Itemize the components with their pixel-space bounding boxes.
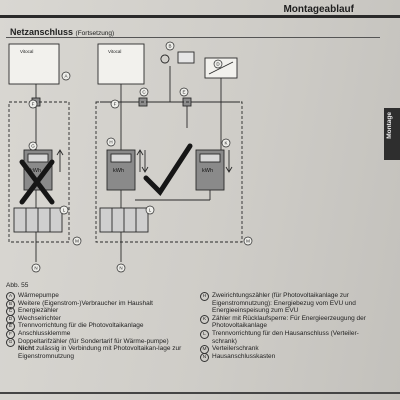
svg-text:F: F	[32, 102, 35, 107]
legend-text: Hausanschlusskasten	[212, 352, 276, 360]
legend-text: Trennvorrichtung für die Photovoltaikanl…	[18, 322, 144, 330]
legend-note-text: zulässig in Verbindung mit Photovoltaika…	[18, 345, 182, 360]
heat-pump-box-left	[8, 43, 60, 85]
header-rule	[0, 15, 400, 18]
label-kwh-h: kWh	[113, 168, 124, 174]
legend-text: Verteilerschrank	[212, 345, 259, 353]
svg-text:N: N	[119, 266, 122, 271]
legend-text: Trennvorrichtung für den Hausanschluss (…	[212, 329, 359, 345]
section-title-sub: (Fortsetzung)	[75, 30, 115, 37]
legend-letter: N	[200, 352, 209, 362]
legend-letter: G	[6, 337, 15, 347]
svg-text:L: L	[63, 208, 66, 213]
appliance-box	[177, 51, 195, 64]
section-rule	[6, 37, 380, 38]
label-vitocal-right: Vitocal	[108, 49, 121, 54]
legend-text: Zähler mit Rücklaufsperre: Für Energieer…	[212, 314, 366, 330]
check-mark	[143, 143, 193, 196]
svg-text:A: A	[64, 74, 67, 79]
svg-text:C: C	[142, 90, 146, 95]
svg-text:K: K	[224, 141, 227, 146]
svg-text:N: N	[34, 266, 37, 271]
legend-text: Energiezähler	[18, 307, 59, 315]
legend-text: Zweirichtungszähler (für Photovoltaikanl…	[212, 292, 356, 315]
svg-text:F: F	[114, 102, 117, 107]
cabinet-right	[95, 101, 243, 243]
figure-label: Abb. 55	[6, 282, 29, 289]
legend-note: Nicht zulässig in Verbindung mit Photovo…	[6, 345, 196, 360]
bottom-rule	[0, 392, 400, 394]
legend-text: Weitere (Eigenstrom-)Verbraucher im Haus…	[18, 299, 153, 307]
header-title: Montageablauf	[283, 4, 354, 15]
cabinet-left	[8, 101, 70, 243]
legend-letter: K	[200, 314, 209, 324]
svg-text:E: E	[182, 90, 185, 95]
legend-note-bold: Nicht	[18, 345, 35, 353]
svg-text:G: G	[31, 144, 35, 149]
legend-letter: L	[200, 329, 209, 339]
label-kwh-k: kWh	[202, 168, 213, 174]
svg-text:M: M	[75, 239, 79, 244]
section-title: Netzanschluss (Fortsetzung)	[10, 27, 114, 37]
label-kwh-left: kWh	[30, 168, 41, 174]
svg-text:L: L	[149, 208, 152, 213]
heat-pump-box-right	[97, 43, 145, 85]
legend-text: Wärmepumpe	[18, 292, 59, 299]
section-title-main: Netzanschluss	[10, 27, 74, 37]
legend-letter: H	[200, 292, 209, 301]
label-vitocal-left: Vitocal	[20, 49, 33, 54]
legend-text: Wechselrichter	[18, 314, 61, 322]
svg-text:M: M	[246, 239, 250, 244]
legend-text: Anschlussklemme	[18, 329, 71, 337]
svg-text:H: H	[109, 140, 112, 145]
svg-text:B: B	[168, 44, 171, 49]
side-tab-montage[interactable]: Montage	[384, 108, 400, 160]
svg-text:D: D	[216, 62, 220, 67]
legend-text: Doppeltarifzähler (für Sondertarif für W…	[18, 337, 169, 345]
